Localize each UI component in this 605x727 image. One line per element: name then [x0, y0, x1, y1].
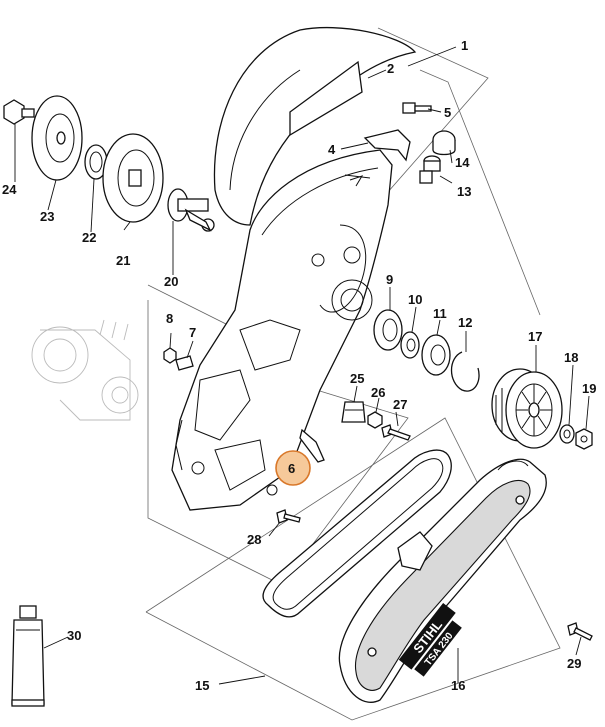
part-8-nut: [163, 347, 177, 364]
label-30[interactable]: 30: [67, 628, 81, 643]
part-26-nut: [367, 411, 383, 429]
label-2[interactable]: 2: [387, 61, 394, 76]
part-19-nut: [575, 428, 593, 450]
part-13-grommet: [419, 155, 441, 184]
part-6-clip: [275, 428, 325, 486]
part-12-circlip: [450, 351, 480, 392]
part-10-washer: [400, 331, 420, 359]
part-24-hex-bolt: [3, 99, 35, 125]
label-1[interactable]: 1: [461, 38, 468, 53]
label-22[interactable]: 22: [82, 230, 96, 245]
part-29-screw: [567, 622, 593, 641]
part-17-pulley: [491, 368, 563, 449]
part-27-screw: [381, 424, 411, 441]
label-11[interactable]: 11: [433, 306, 447, 321]
part-15-belt: [262, 449, 452, 618]
part-14-plug: [432, 130, 456, 156]
leader-lines: [14, 46, 590, 685]
label-20[interactable]: 20: [164, 274, 178, 289]
label-16[interactable]: 16: [451, 678, 465, 693]
label-26[interactable]: 26: [371, 385, 385, 400]
main-housing: [171, 149, 393, 511]
label-23[interactable]: 23: [40, 209, 54, 224]
label-27[interactable]: 27: [393, 397, 407, 412]
part-16-belt-cover: STIHL TSA 230: [338, 458, 547, 703]
part-20-spindle: [167, 188, 215, 232]
part-18-washer: [559, 424, 575, 444]
label-7[interactable]: 7: [189, 325, 196, 340]
label-18[interactable]: 18: [564, 350, 578, 365]
part-25-clamp: [341, 401, 366, 423]
part-4-clip: [363, 129, 411, 162]
motor-ghost-outline: [31, 319, 139, 421]
label-17[interactable]: 17: [528, 329, 542, 344]
part-7-pad: [175, 355, 194, 371]
label-14[interactable]: 14: [455, 155, 470, 170]
blade-guard: [213, 27, 417, 226]
label-15[interactable]: 15: [195, 678, 209, 693]
label-8[interactable]: 8: [166, 311, 173, 326]
label-10[interactable]: 10: [408, 292, 422, 307]
label-25[interactable]: 25: [350, 371, 364, 386]
part-6-highlight-callout[interactable]: [275, 450, 311, 486]
part-9-bearing: [373, 309, 403, 351]
label-5[interactable]: 5: [444, 105, 451, 120]
part-labels: 1 2 4 5 6 7 8 9 10 11 12 13 14 15 16 17 …: [2, 38, 596, 693]
part-23-outer-flange: [31, 95, 83, 181]
label-6[interactable]: 6: [288, 461, 295, 476]
part-5-screw: [402, 102, 432, 114]
label-21[interactable]: 21: [116, 253, 130, 268]
part-30-grease-tube: [11, 605, 45, 707]
label-4[interactable]: 4: [328, 142, 336, 157]
label-19[interactable]: 19: [582, 381, 596, 396]
label-12[interactable]: 12: [458, 315, 472, 330]
label-29[interactable]: 29: [567, 656, 581, 671]
part-11-bearing: [421, 334, 451, 376]
part-21-inner-flange: [102, 133, 164, 223]
part-28-screw: [276, 509, 301, 524]
label-28[interactable]: 28: [247, 532, 261, 547]
label-24[interactable]: 24: [2, 182, 17, 197]
label-13[interactable]: 13: [457, 184, 471, 199]
label-9[interactable]: 9: [386, 272, 393, 287]
